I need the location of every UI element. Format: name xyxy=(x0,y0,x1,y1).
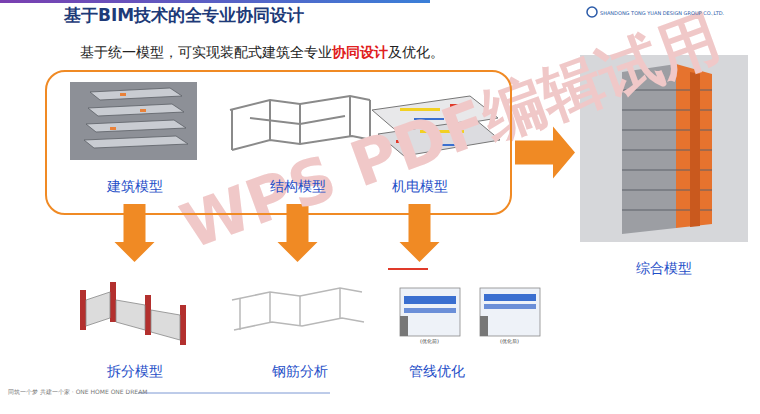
model-caption: 综合模型 xyxy=(636,260,692,282)
model-panel: 建筑模型 xyxy=(62,78,207,200)
model-panel: 钢筋分析 xyxy=(230,265,370,385)
logo-text: SHANDONG TONG YUAN DESIGN GROUP CO.,LTD. xyxy=(600,10,724,16)
image-note: (优化前) xyxy=(420,338,439,344)
model-caption: 拆分模型 xyxy=(107,363,163,385)
model-panel: 机电模型 xyxy=(347,78,492,200)
group-frame: 建筑模型 结构模型 机电模型 xyxy=(45,70,512,215)
model-caption: 管线优化 xyxy=(409,363,465,385)
subtitle-text: 及优化。 xyxy=(388,44,444,60)
model-caption: 结构模型 xyxy=(270,178,326,200)
model-caption: 钢筋分析 xyxy=(272,363,328,385)
model-panel: 结构模型 xyxy=(225,78,370,200)
model-panel: 管线优化 xyxy=(367,265,507,385)
footer-slogan: 同筑一个梦 共建一个家 · ONE HOME ONE DREAM xyxy=(8,388,147,397)
subtitle-highlight: 协同设计 xyxy=(332,44,388,60)
flow-arrow xyxy=(400,204,440,262)
model-caption: 建筑模型 xyxy=(107,178,163,200)
model-panel: 拆分模型 xyxy=(65,265,205,385)
model-caption: 机电模型 xyxy=(392,178,448,200)
flow-arrow xyxy=(115,204,155,262)
slide-title: 基于BIM技术的全专业协同设计 xyxy=(64,4,304,27)
subtitle-text: 基于统一模型，可实现装配式建筑全专业 xyxy=(80,44,332,60)
image-note: (优化后) xyxy=(500,338,519,344)
model-panel: 综合模型 xyxy=(578,50,750,282)
subtitle: 基于统一模型，可实现装配式建筑全专业协同设计及优化。 xyxy=(80,44,444,62)
